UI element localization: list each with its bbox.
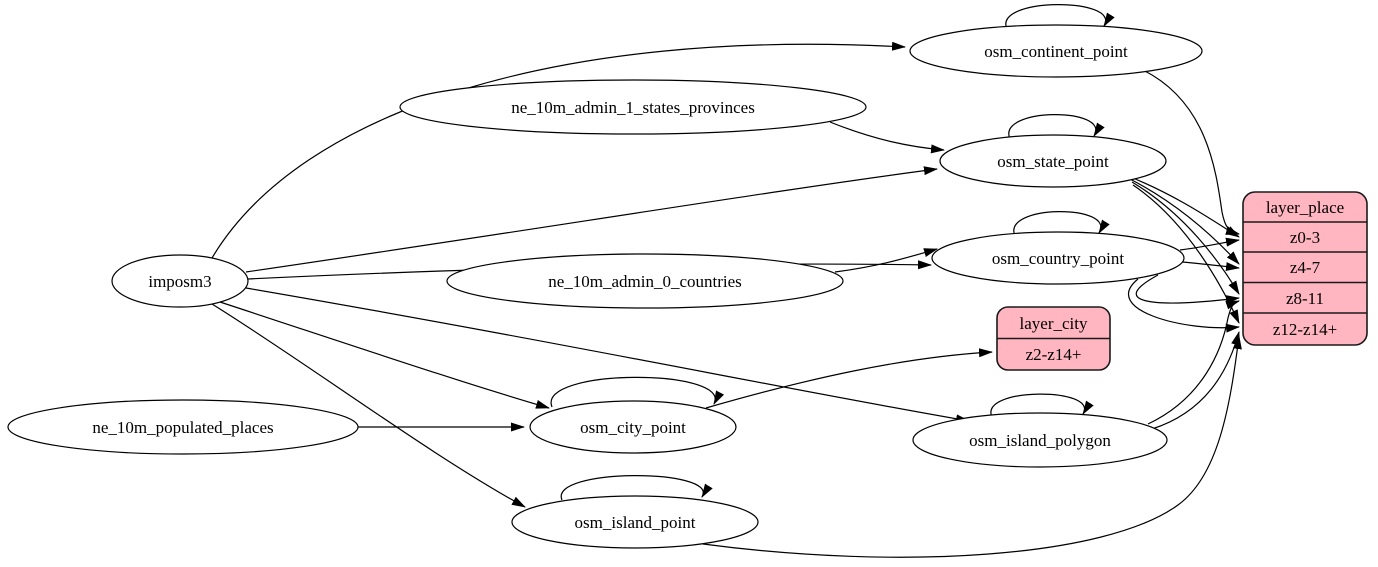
record-row-layer_place-z4-7: z4-7 bbox=[1290, 258, 1321, 277]
node-ellipse-osm_island_polygon bbox=[912, 412, 1168, 468]
record-title-layer_city: layer_city bbox=[1020, 314, 1088, 333]
record-layer_place: layer_place z0-3 z4-7 z8-11 z12-z14+ bbox=[1242, 191, 1368, 346]
node-label-ne_10m_admin_0_countries: ne_10m_admin_0_countries bbox=[548, 272, 742, 291]
node-label-ne_10m_admin_1_states_provinces: ne_10m_admin_1_states_provinces bbox=[511, 98, 755, 117]
self-loop-osm_country_point bbox=[1013, 211, 1110, 237]
node-label-osm_island_polygon: osm_island_polygon bbox=[969, 431, 1111, 450]
node-ne_10m_admin_1_states_provinces: ne_10m_admin_1_states_provinces bbox=[399, 79, 867, 135]
edge-osm_island_polygon-layer_place-z8-11 bbox=[1147, 300, 1240, 425]
self-loop-osm_city_point bbox=[550, 376, 725, 408]
node-osm_country_point: osm_country_point bbox=[931, 231, 1185, 285]
edge-osm_city_point-layer_city-z2-z14 bbox=[705, 348, 993, 409]
edge-osm_country_point-layer_place-z8-11 bbox=[1135, 274, 1240, 305]
edge-imposm3-osm_island_polygon bbox=[245, 287, 970, 424]
self-loop-osm_island_point bbox=[560, 475, 713, 501]
node-osm_continent_point: osm_continent_point bbox=[909, 24, 1203, 78]
node-label-osm_state_point: osm_state_point bbox=[997, 152, 1109, 171]
edge-osm_island_point-layer_place-z12-z14 bbox=[702, 335, 1242, 558]
node-label-osm_country_point: osm_country_point bbox=[992, 249, 1124, 268]
node-osm_city_point: osm_city_point bbox=[529, 400, 737, 454]
edge-ne_10m_admin_0_countries-osm_country_point bbox=[834, 248, 938, 273]
edge-osm_state_point-layer_place-z0-3 bbox=[1127, 175, 1240, 238]
node-ellipse-osm_city_point bbox=[529, 400, 737, 454]
record-row-layer_city-z2-z14: z2-z14+ bbox=[1026, 345, 1082, 364]
node-ellipse-osm_country_point bbox=[931, 231, 1185, 285]
node-ne_10m_admin_0_countries: ne_10m_admin_0_countries bbox=[446, 253, 844, 309]
node-osm_island_polygon: osm_island_polygon bbox=[912, 412, 1168, 468]
node-ellipse-ne_10m_admin_0_countries bbox=[446, 253, 844, 309]
edge-osm_country_point-layer_place-z12-z14 bbox=[1128, 278, 1240, 333]
record-layer_city: layer_city z2-z14+ bbox=[996, 306, 1111, 371]
edge-imposm3-osm_island_point bbox=[211, 303, 526, 508]
node-ellipse-ne_10m_populated_places bbox=[7, 399, 359, 455]
edge-osm_state_point-layer_place-z4-7 bbox=[1129, 178, 1240, 265]
edges bbox=[211, 4, 1242, 558]
node-imposm3: imposm3 bbox=[111, 254, 249, 308]
edge-imposm3-osm_state_point bbox=[245, 166, 938, 273]
record-row-layer_place-z8-11: z8-11 bbox=[1286, 289, 1324, 308]
self-loop-osm_continent_point bbox=[1005, 4, 1115, 30]
node-label-imposm3: imposm3 bbox=[148, 272, 211, 291]
node-label-ne_10m_populated_places: ne_10m_populated_places bbox=[92, 418, 273, 437]
edge-osm_country_point-layer_place-z0-3 bbox=[1179, 237, 1240, 251]
node-osm_island_point: osm_island_point bbox=[511, 495, 759, 549]
edge-imposm3-osm_city_point bbox=[219, 301, 550, 409]
record-row-layer_place-z12-z14: z12-z14+ bbox=[1273, 320, 1337, 339]
edge-ne_10m_admin_1_states_provinces-osm_state_point bbox=[829, 121, 945, 154]
node-osm_state_point: osm_state_point bbox=[939, 134, 1167, 188]
record-box-layer_place bbox=[1242, 191, 1368, 346]
edge-imposm3-osm_continent_point bbox=[211, 41, 906, 259]
node-ellipse-osm_island_point bbox=[511, 495, 759, 549]
node-label-osm_island_point: osm_island_point bbox=[575, 513, 696, 532]
edge-osm_country_point-layer_place-z4-7 bbox=[1181, 261, 1240, 272]
node-label-osm_continent_point: osm_continent_point bbox=[984, 42, 1128, 61]
record-title-layer_place: layer_place bbox=[1266, 198, 1344, 217]
node-ellipse-osm_state_point bbox=[939, 134, 1167, 188]
node-ellipse-imposm3 bbox=[111, 254, 249, 308]
node-label-osm_city_point: osm_city_point bbox=[580, 418, 686, 437]
edge-osm_state_point-layer_place-z8-11 bbox=[1131, 181, 1240, 295]
self-loop-osm_island_polygon bbox=[990, 393, 1094, 418]
record-row-layer_place-z0-3: z0-3 bbox=[1290, 228, 1320, 247]
node-ne_10m_populated_places: ne_10m_populated_places bbox=[7, 399, 359, 455]
node-ellipse-ne_10m_admin_1_states_provinces bbox=[399, 79, 867, 135]
node-ellipse-osm_continent_point bbox=[909, 24, 1203, 78]
self-loop-osm_state_point bbox=[1008, 114, 1105, 140]
